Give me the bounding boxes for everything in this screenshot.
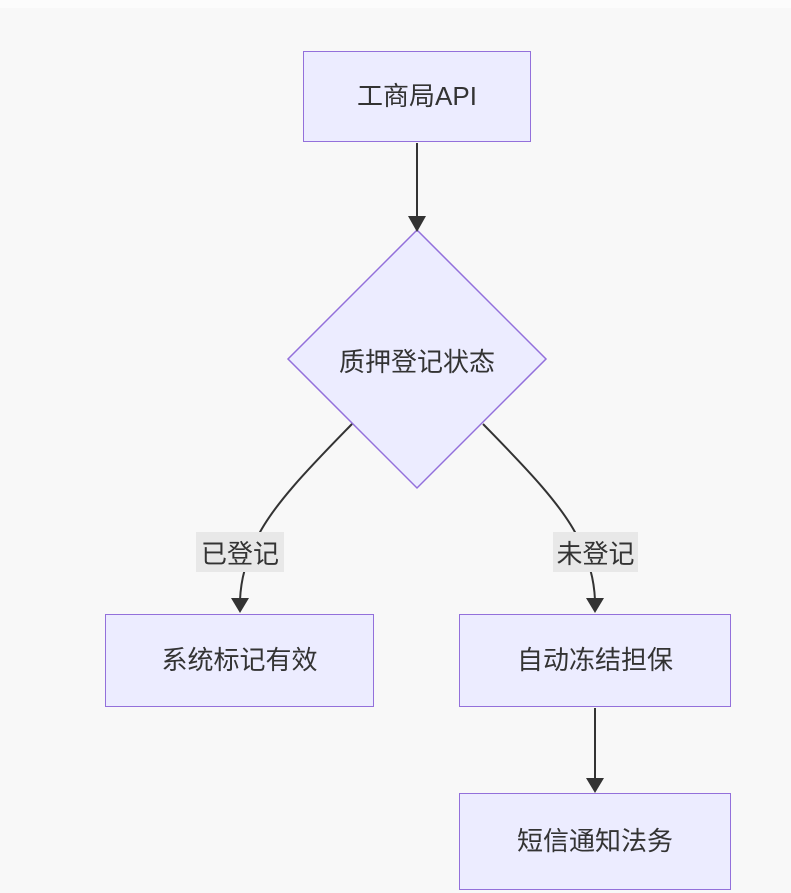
node-system-mark-valid: 系统标记有效 [105,614,374,707]
node-sms-notify-legal: 短信通知法务 [459,793,731,890]
decision-diamond-shape [286,228,548,490]
node-auto-freeze-guarantee: 自动冻结担保 [459,614,731,707]
node-label: 质押登记状态 [338,346,495,377]
node-decision-pledge-status: 质押登记状态 [297,339,537,381]
arrowhead-icon [231,598,249,613]
arrowhead-icon [586,778,604,793]
node-label: 工商局API [357,80,477,111]
edge-label-unregistered: 未登记 [553,532,638,572]
edge-label-text: 未登记 [556,538,635,569]
edge-label-text: 已登记 [200,538,279,569]
arrowhead-icon [408,216,426,232]
edge-label-registered: 已登记 [196,532,284,572]
page-top-strip [0,0,791,8]
node-label: 系统标记有效 [161,644,318,675]
edge-decision-to-freeze [482,423,596,601]
arrowhead-icon [586,598,604,613]
edge-decision-to-valid [239,423,353,601]
node-label: 自动冻结担保 [516,644,673,675]
node-label: 短信通知法务 [516,825,673,856]
node-gongshangju-api: 工商局API [303,51,531,142]
